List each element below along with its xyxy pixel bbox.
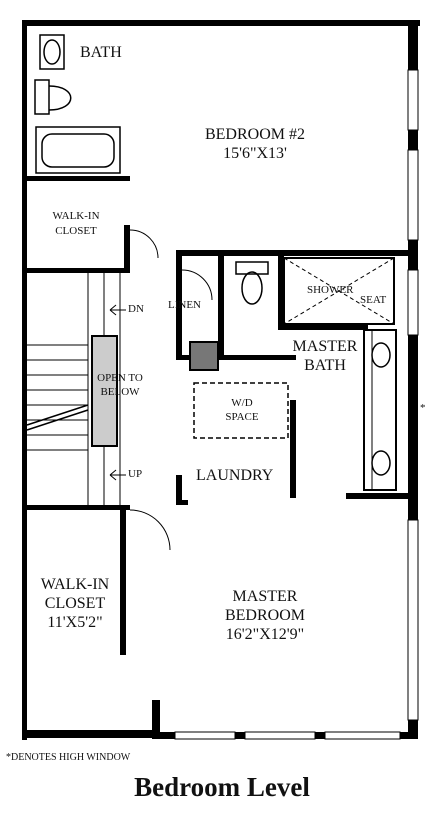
- bath-fixtures: [34, 34, 121, 174]
- page-title: Bedroom Level: [134, 772, 310, 802]
- linen-shelf: [189, 341, 219, 371]
- walkin-closet-upper-line2: CLOSET: [55, 225, 97, 237]
- linen-label: LINEN: [168, 299, 201, 311]
- wd-space-line1: W/D: [231, 397, 253, 409]
- footnote: *DENOTES HIGH WINDOW: [6, 752, 131, 763]
- master-bath-line1: MASTER: [292, 338, 358, 355]
- doors: [129, 229, 213, 551]
- shower-label: SHOWER: [307, 284, 354, 296]
- bedroom2-size: 15'6"X13': [223, 145, 287, 162]
- stairs: [26, 273, 126, 505]
- open-to-below-line1: OPEN TO: [97, 372, 143, 384]
- walkin-closet-lower-line2: CLOSET: [44, 595, 106, 612]
- walkin-closet-lower-line1: WALK-IN: [40, 576, 110, 593]
- master-bedroom-line1: MASTER: [232, 588, 298, 605]
- open-to-below-area: [91, 335, 118, 447]
- windows: [174, 69, 419, 740]
- walkin-closet-lower-size: 11'X5'2": [47, 614, 103, 631]
- stairs-down-label: DN: [128, 303, 144, 315]
- master-bedroom-size: 16'2"X12'9": [225, 626, 305, 643]
- bedroom2-name: BEDROOM #2: [204, 126, 305, 143]
- wd-space-line2: SPACE: [225, 411, 259, 423]
- walkin-closet-upper-line1: WALK-IN: [52, 210, 100, 222]
- master-bedroom-line2: BEDROOM: [224, 607, 305, 624]
- high-window-marker: *: [420, 402, 426, 414]
- laundry-label: LAUNDRY: [196, 467, 274, 484]
- bath-label: BATH: [80, 44, 122, 61]
- master-bath-fixtures: [193, 257, 397, 491]
- open-to-below-line2: BELOW: [100, 386, 140, 398]
- seat-label: SEAT: [360, 294, 387, 306]
- stairs-up-label: UP: [128, 468, 143, 480]
- master-bath-line2: BATH: [304, 357, 346, 374]
